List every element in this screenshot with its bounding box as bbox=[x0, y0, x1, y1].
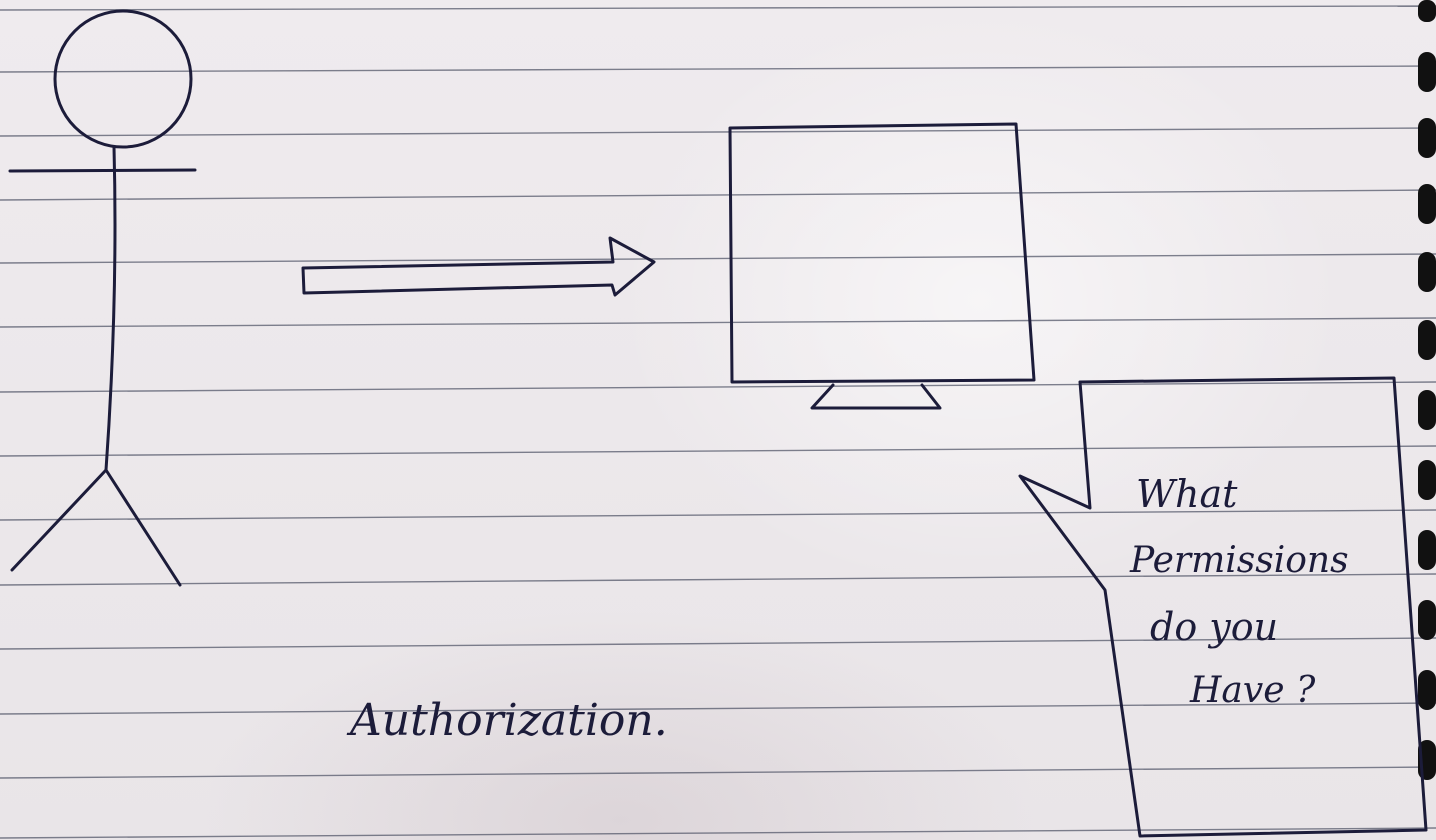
arrow-right-icon bbox=[303, 238, 654, 295]
bubble-line-2: Permissions bbox=[1129, 540, 1349, 581]
binding-holes bbox=[1418, 0, 1436, 780]
caption-text: Authorization. bbox=[346, 695, 668, 746]
bubble-line-1: What bbox=[1136, 472, 1238, 516]
ruled-lines bbox=[0, 6, 1436, 838]
speech-bubble-text: What Permissions do you Have ? bbox=[1129, 472, 1349, 711]
computer-monitor-icon bbox=[730, 124, 1034, 408]
bubble-line-4: Have ? bbox=[1189, 670, 1316, 711]
bubble-line-3: do you bbox=[1150, 605, 1278, 649]
stick-figure-icon bbox=[10, 11, 195, 585]
